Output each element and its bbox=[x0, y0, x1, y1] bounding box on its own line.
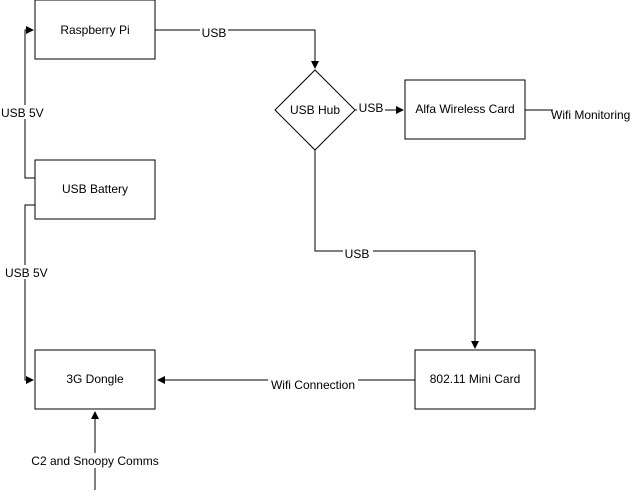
node-raspberry-pi-label: Raspberry Pi bbox=[60, 23, 129, 37]
edge-label-battery-to-dongle: USB 5V bbox=[5, 266, 48, 280]
edge-label-hub-to-alfa: USB bbox=[359, 101, 384, 115]
node-usb-battery-label: USB Battery bbox=[62, 182, 128, 196]
node-usb-hub: USB Hub bbox=[274, 69, 356, 151]
edge-label-alfa-output: Wifi Monitoring bbox=[551, 108, 630, 122]
edge-battery-to-pi bbox=[24, 26, 35, 179]
edge-pi-to-hub bbox=[155, 29, 319, 69]
edge-battery-to-dongle bbox=[24, 204, 35, 384]
edge-hub-to-mini bbox=[314, 150, 479, 349]
node-alfa-wireless-card-label: Alfa Wireless Card bbox=[415, 102, 514, 116]
node-alfa-wireless-card: Alfa Wireless Card bbox=[404, 79, 526, 140]
node-usb-hub-label: USB Hub bbox=[290, 103, 340, 117]
node-usb-battery: USB Battery bbox=[34, 159, 156, 220]
edge-label-comms-to-dongle: C2 and Snoopy Comms bbox=[31, 454, 158, 468]
node-raspberry-pi: Raspberry Pi bbox=[34, 0, 156, 60]
edge-label-pi-to-hub: USB bbox=[202, 26, 227, 40]
node-3g-dongle: 3G Dongle bbox=[34, 349, 156, 410]
edge-label-battery-to-pi: USB 5V bbox=[1, 106, 44, 120]
node-802-11-mini-card-label: 802.11 Mini Card bbox=[430, 372, 521, 386]
node-802-11-mini-card: 802.11 Mini Card bbox=[414, 349, 536, 410]
node-3g-dongle-label: 3G Dongle bbox=[66, 372, 124, 386]
edge-label-mini-to-dongle: Wifi Connection bbox=[271, 378, 355, 392]
edge-label-hub-to-mini: USB bbox=[345, 247, 370, 261]
